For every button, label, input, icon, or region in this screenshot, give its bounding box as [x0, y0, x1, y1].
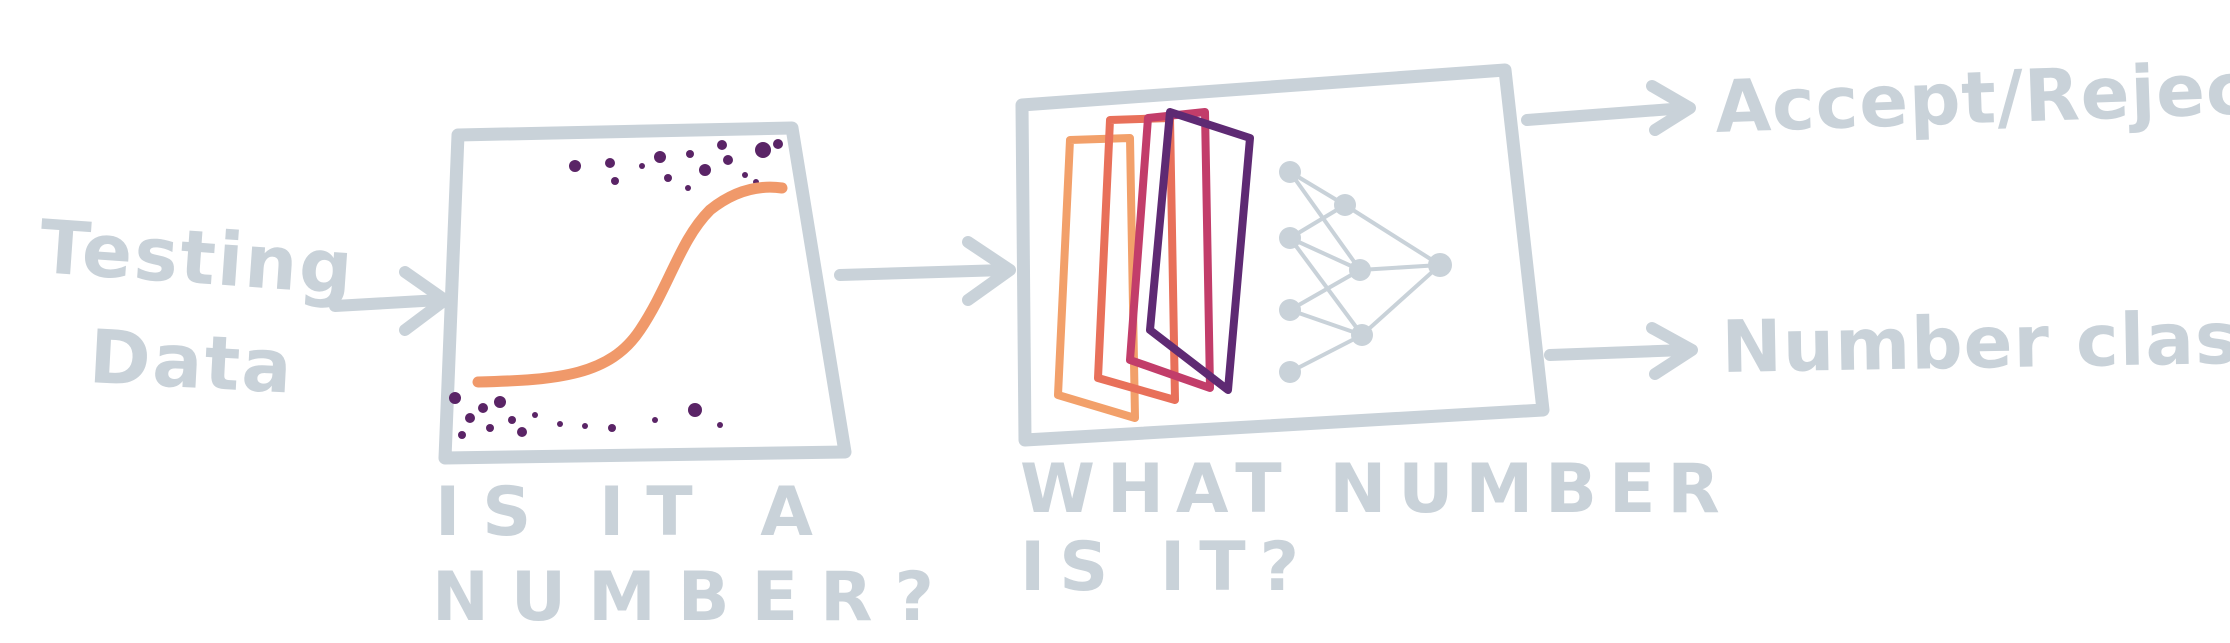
arrow-stage1-to-stage2	[834, 236, 1016, 306]
scatter-dots-bottom	[449, 392, 723, 439]
convolution-layers-icon	[1054, 108, 1254, 422]
stage1-caption: IS IT A NUMBER?	[432, 473, 956, 637]
stage2-box	[1015, 63, 1550, 447]
stage2-caption-line1: WHAT NUMBER	[1020, 450, 1732, 529]
arrow-to-accept-reject	[1521, 80, 1696, 136]
output-label-accept-reject: Accept/Reject	[1714, 45, 2230, 149]
stage1-box	[438, 121, 852, 465]
stage1-caption-line2: NUMBER?	[432, 558, 956, 637]
neural-network-icon	[1279, 161, 1452, 383]
arrow-to-number-class	[1544, 322, 1698, 380]
input-label: Testing Data	[37, 204, 358, 411]
input-label-line2: Data	[87, 314, 296, 411]
output-label-number-class: Number class	[1721, 295, 2230, 389]
scatter-dots-top	[569, 139, 783, 191]
stage2-caption-line2: IS IT?	[1020, 528, 1313, 607]
stage1-caption-line1: IS IT A	[435, 473, 835, 552]
input-label-line1: Testing	[37, 204, 358, 312]
sigmoid-curve	[472, 181, 788, 388]
stage2-caption: WHAT NUMBER IS IT?	[1020, 450, 1732, 607]
